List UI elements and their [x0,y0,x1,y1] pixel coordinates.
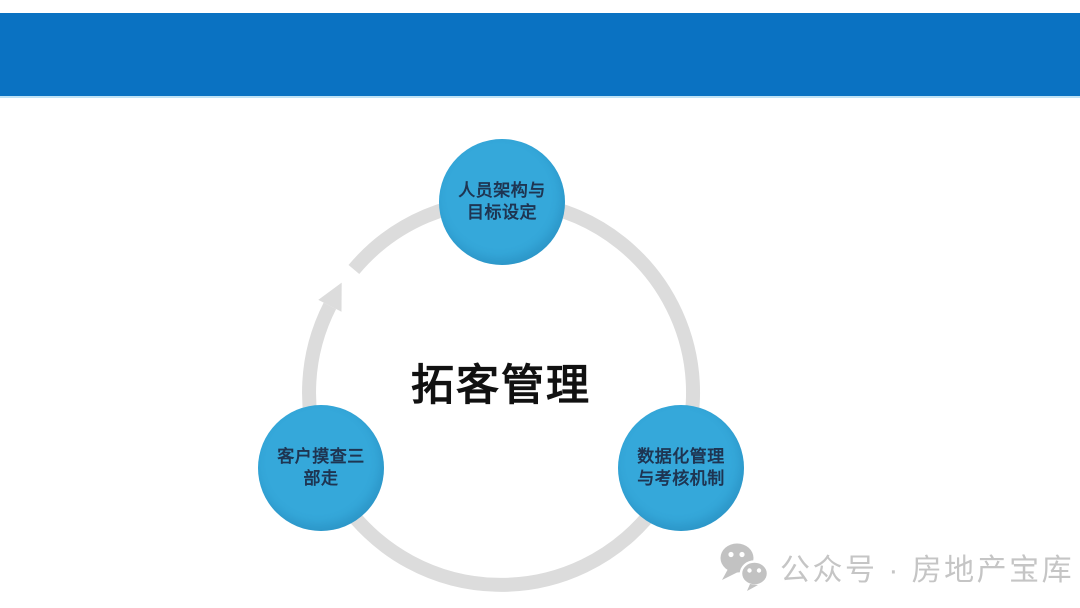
diagram-node-left-label: 客户摸查三 部走 [277,446,365,491]
watermark-text: 公众号 · 房地产宝库 [780,554,1075,587]
diagram-node-top-label: 人员架构与 目标设定 [458,180,546,225]
watermark: 公众号 · 房地产宝库 [717,541,1074,593]
diagram-center-title: 拓客管理 [411,362,591,410]
node-label-line: 人员架构与 [458,180,546,200]
node-label-line: 目标设定 [467,203,537,222]
diagram-node-right: 数据化管理 与考核机制 [618,405,744,531]
diagram-node-right-label: 数据化管理 与考核机制 [637,446,725,491]
header-bar [0,13,1080,98]
node-label-line: 客户摸查三 [277,446,365,466]
diagram-node-left: 客户摸查三 部走 [258,405,384,531]
diagram-node-top: 人员架构与 目标设定 [439,139,565,265]
node-label-line: 部走 [303,469,339,488]
cycle-arrowhead [318,282,342,312]
node-label-line: 与考核机制 [637,469,725,488]
node-label-line: 数据化管理 [637,446,725,466]
wechat-icon [720,543,770,591]
